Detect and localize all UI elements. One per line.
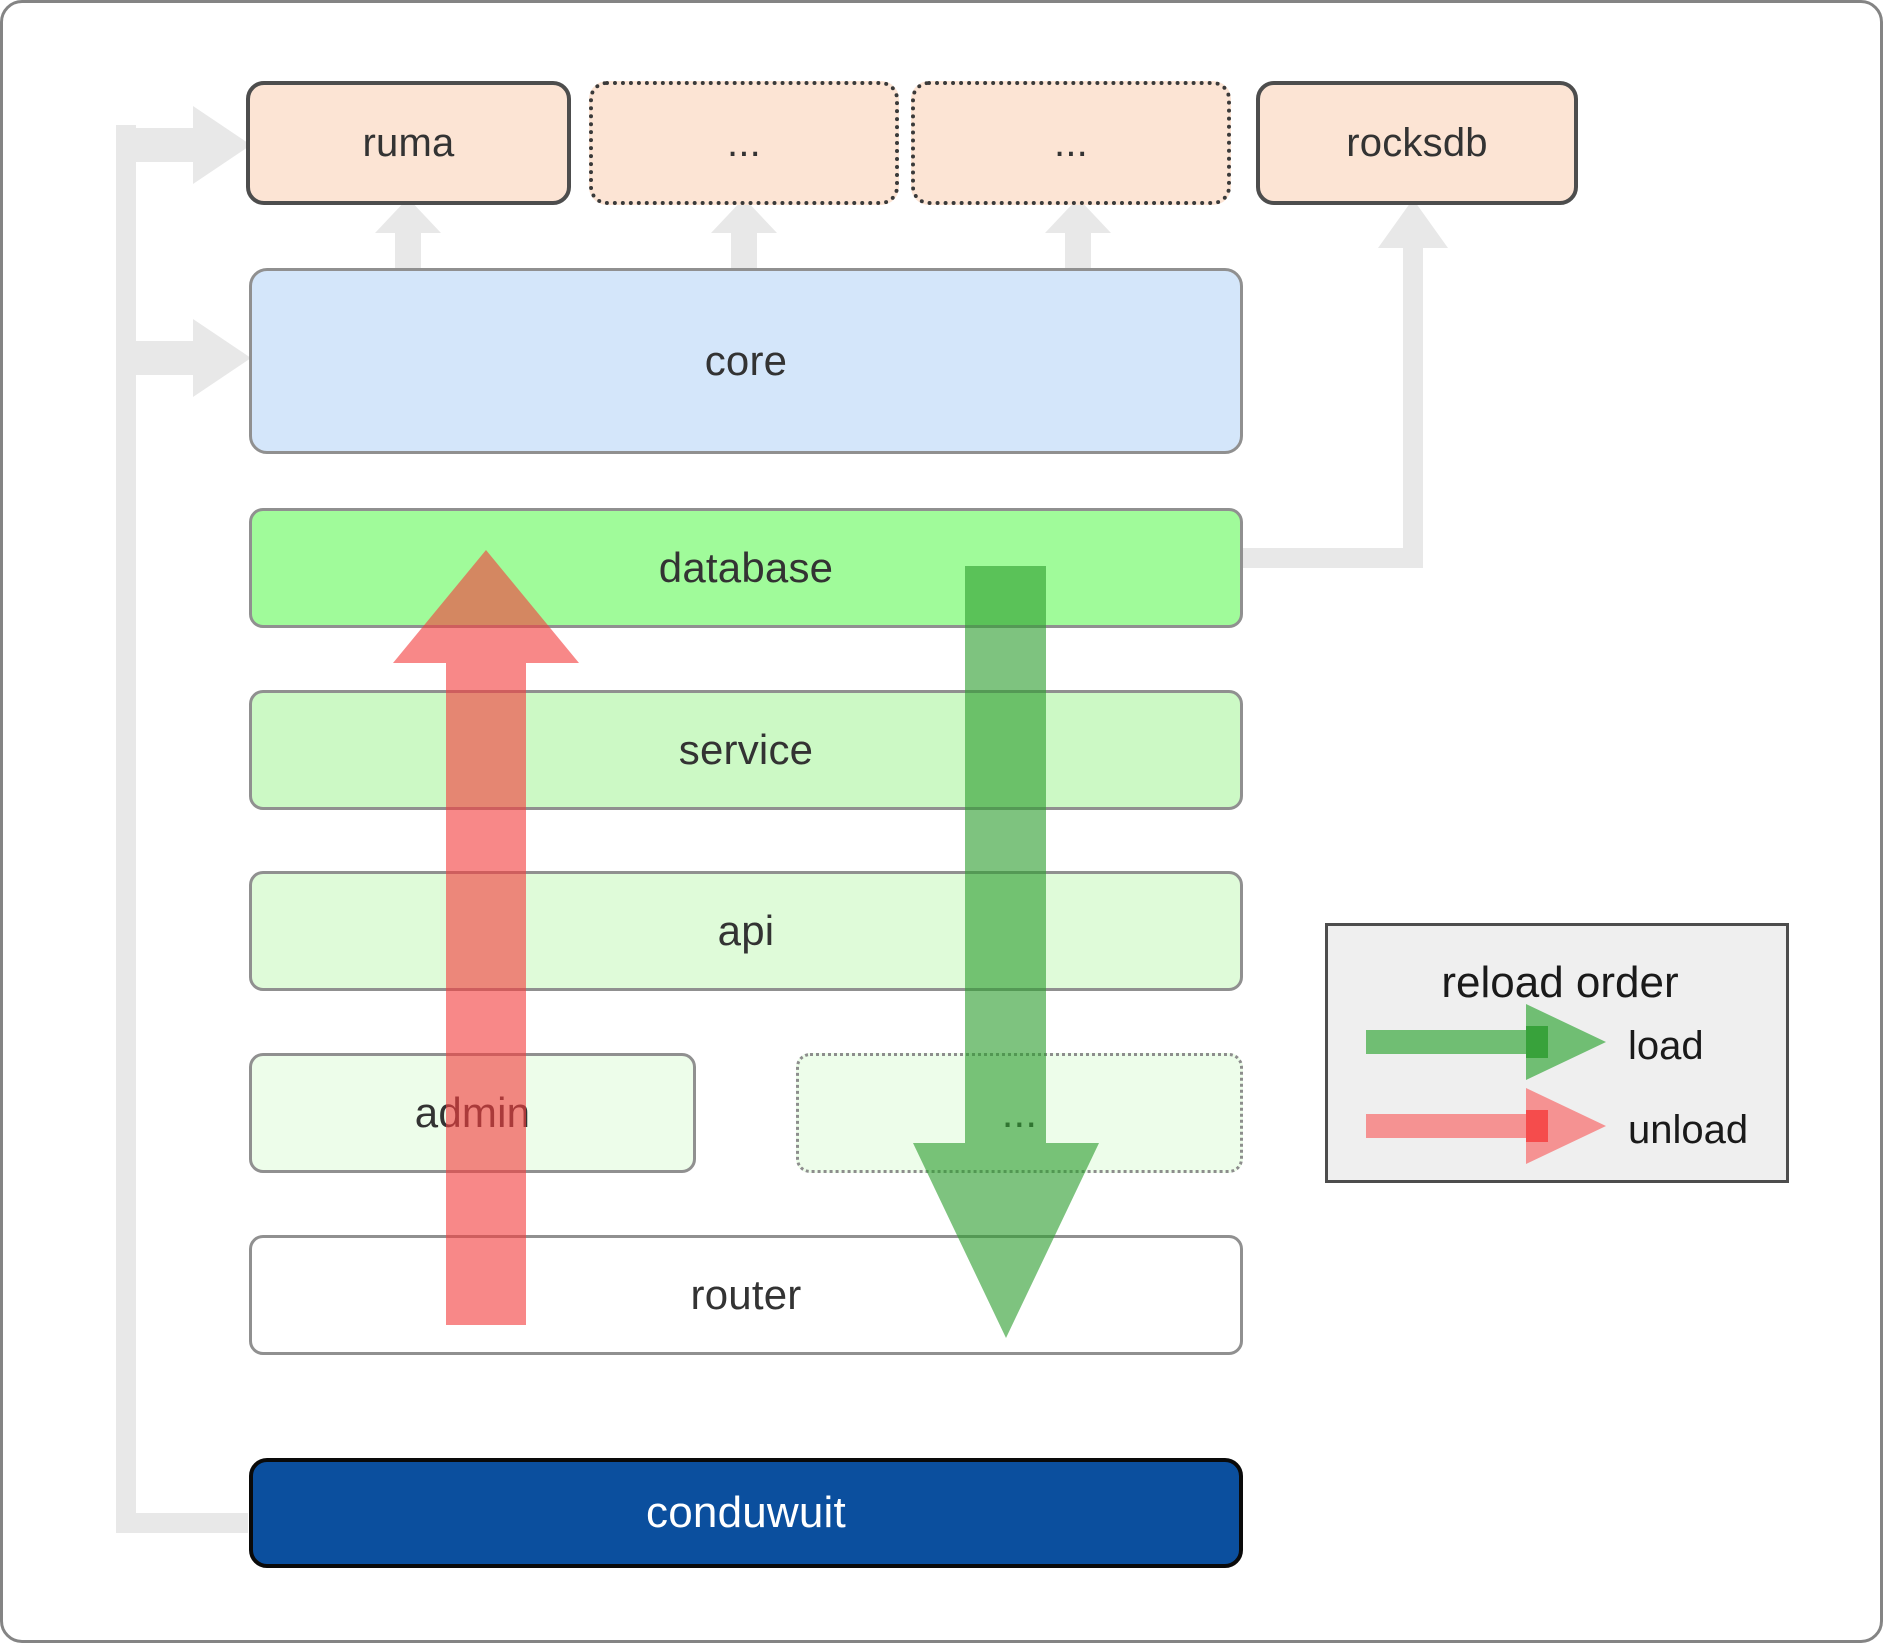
node-api[interactable]: api bbox=[249, 871, 1243, 991]
reload-flow-arrow-layer bbox=[393, 550, 1099, 1338]
dependency-arrow-core-to-ext-more-1 bbox=[711, 198, 777, 268]
node-rocksdb[interactable]: rocksdb bbox=[1256, 81, 1578, 205]
node-ext-more-2[interactable]: ... bbox=[911, 81, 1231, 205]
node-ruma-label: ruma bbox=[362, 121, 455, 165]
legend-load-arrow-icon bbox=[1366, 1004, 1606, 1080]
dependency-arrow-layer bbox=[116, 106, 1448, 1533]
node-router[interactable]: router bbox=[249, 1235, 1243, 1355]
legend-unload-label: unload bbox=[1628, 1108, 1749, 1152]
node-database-label: database bbox=[658, 544, 834, 591]
node-core[interactable]: core bbox=[249, 268, 1243, 454]
legend-load-label: load bbox=[1628, 1024, 1704, 1068]
node-ext-more-1-label: ... bbox=[727, 121, 761, 165]
node-service[interactable]: service bbox=[249, 690, 1243, 810]
dependency-arrow-database-to-rocksdb bbox=[1243, 199, 1448, 568]
node-layer-more-label: ... bbox=[1001, 1089, 1038, 1136]
legend-title: reload order bbox=[1441, 958, 1679, 1007]
legend-unload-arrow-icon bbox=[1366, 1088, 1606, 1164]
node-rocksdb-label: rocksdb bbox=[1346, 121, 1488, 165]
dependency-arrow-core-to-ext-more-2 bbox=[1045, 198, 1111, 268]
legend-panel: reload order load unload bbox=[1325, 923, 1789, 1183]
dependency-arrow-conduwuit-to-core-and-ruma bbox=[116, 106, 251, 1533]
node-core-label: core bbox=[704, 337, 788, 384]
node-layer-more[interactable]: ... bbox=[796, 1053, 1243, 1173]
node-admin[interactable]: admin bbox=[249, 1053, 696, 1173]
node-ext-more-2-label: ... bbox=[1054, 121, 1088, 165]
node-conduwuit[interactable]: conduwuit bbox=[249, 1458, 1243, 1568]
node-ruma[interactable]: ruma bbox=[246, 81, 571, 205]
node-admin-label: admin bbox=[414, 1089, 531, 1136]
node-service-label: service bbox=[678, 726, 814, 773]
dependency-arrow-core-to-ruma bbox=[375, 198, 441, 268]
node-router-label: router bbox=[690, 1271, 802, 1318]
node-conduwuit-label: conduwuit bbox=[646, 1488, 846, 1537]
node-database[interactable]: database bbox=[249, 508, 1243, 628]
node-api-label: api bbox=[717, 907, 775, 954]
node-ext-more-1[interactable]: ... bbox=[589, 81, 899, 205]
